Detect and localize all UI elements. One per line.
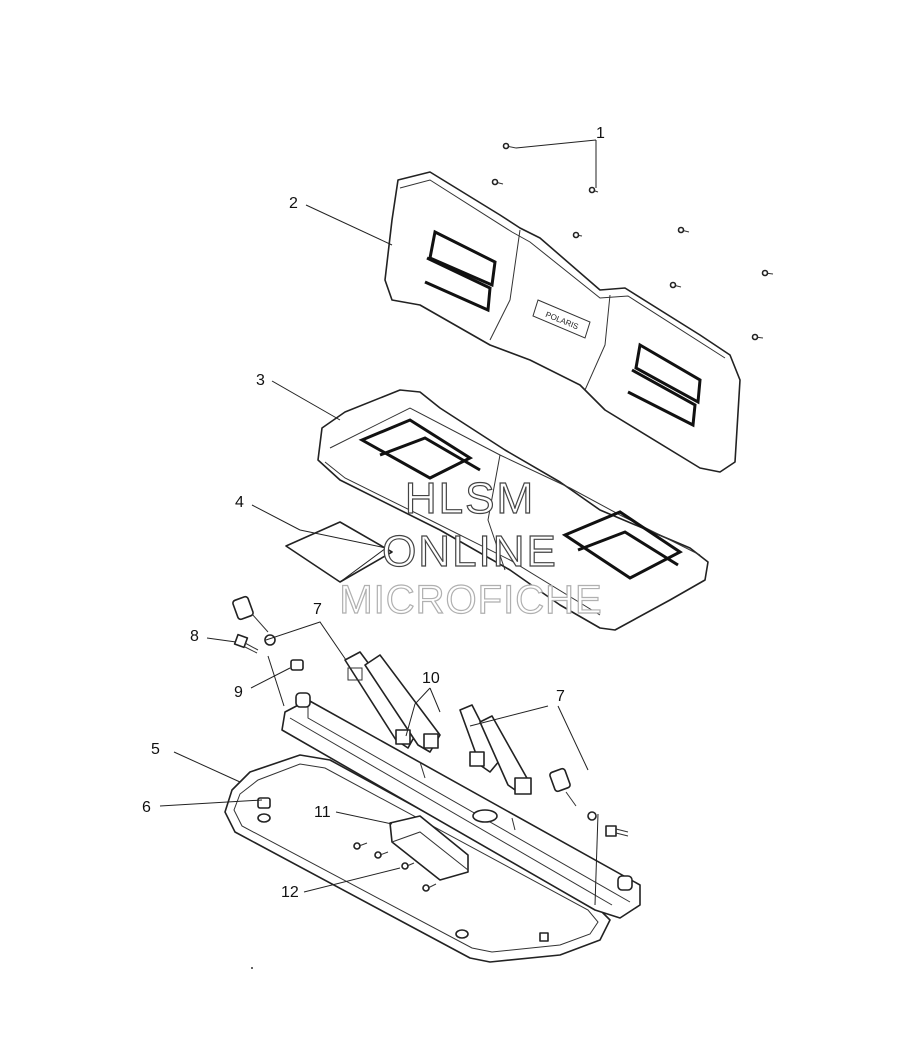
watermark-line-3: MICROFICHE [339, 578, 602, 622]
mount-screws[interactable] [353, 842, 437, 892]
callout-11: 11 [314, 804, 331, 821]
callout-4: 4 [235, 494, 244, 511]
watermark-sub: MICROFICHE [339, 577, 603, 622]
callout-10: 10 [422, 670, 440, 687]
screw-set[interactable] [491, 142, 774, 341]
callout-8: 8 [190, 628, 199, 645]
seat-back[interactable]: POLARIS [384, 171, 741, 473]
seat-belt-buckle-right[interactable] [549, 767, 597, 821]
callout-7a: 7 [313, 601, 322, 618]
seat-rail[interactable] [281, 692, 641, 919]
callout-12: 12 [281, 884, 299, 901]
seat-belt-buckle-left[interactable] [232, 595, 276, 646]
callout-labels: 1 2 3 4 7 8 9 10 7 5 6 11 12 [142, 125, 605, 901]
watermark-line-2: ONLINE [382, 527, 558, 576]
callout-6: 6 [142, 799, 151, 816]
seat-belt-retractor-right[interactable] [459, 704, 532, 795]
bracket[interactable] [389, 815, 469, 881]
label-sheet[interactable] [285, 521, 393, 583]
watermark: HLSM ONLINE [381, 473, 558, 576]
nut-frame[interactable] [257, 797, 271, 809]
leader-lines [159, 139, 599, 906]
nut[interactable] [290, 659, 304, 671]
callout-9: 9 [234, 684, 243, 701]
callout-2: 2 [289, 195, 298, 212]
watermark-line-1: HLSM [405, 474, 535, 523]
bolt[interactable] [233, 633, 259, 654]
bolt-right[interactable] [605, 825, 629, 837]
callout-7b: 7 [556, 688, 565, 705]
callout-5: 5 [151, 741, 160, 758]
callout-1: 1 [596, 125, 605, 142]
callout-3: 3 [256, 372, 265, 389]
seat-bottom[interactable] [317, 389, 709, 631]
stray-dot [251, 967, 253, 969]
seat-belt-retractor-left[interactable] [344, 651, 441, 753]
